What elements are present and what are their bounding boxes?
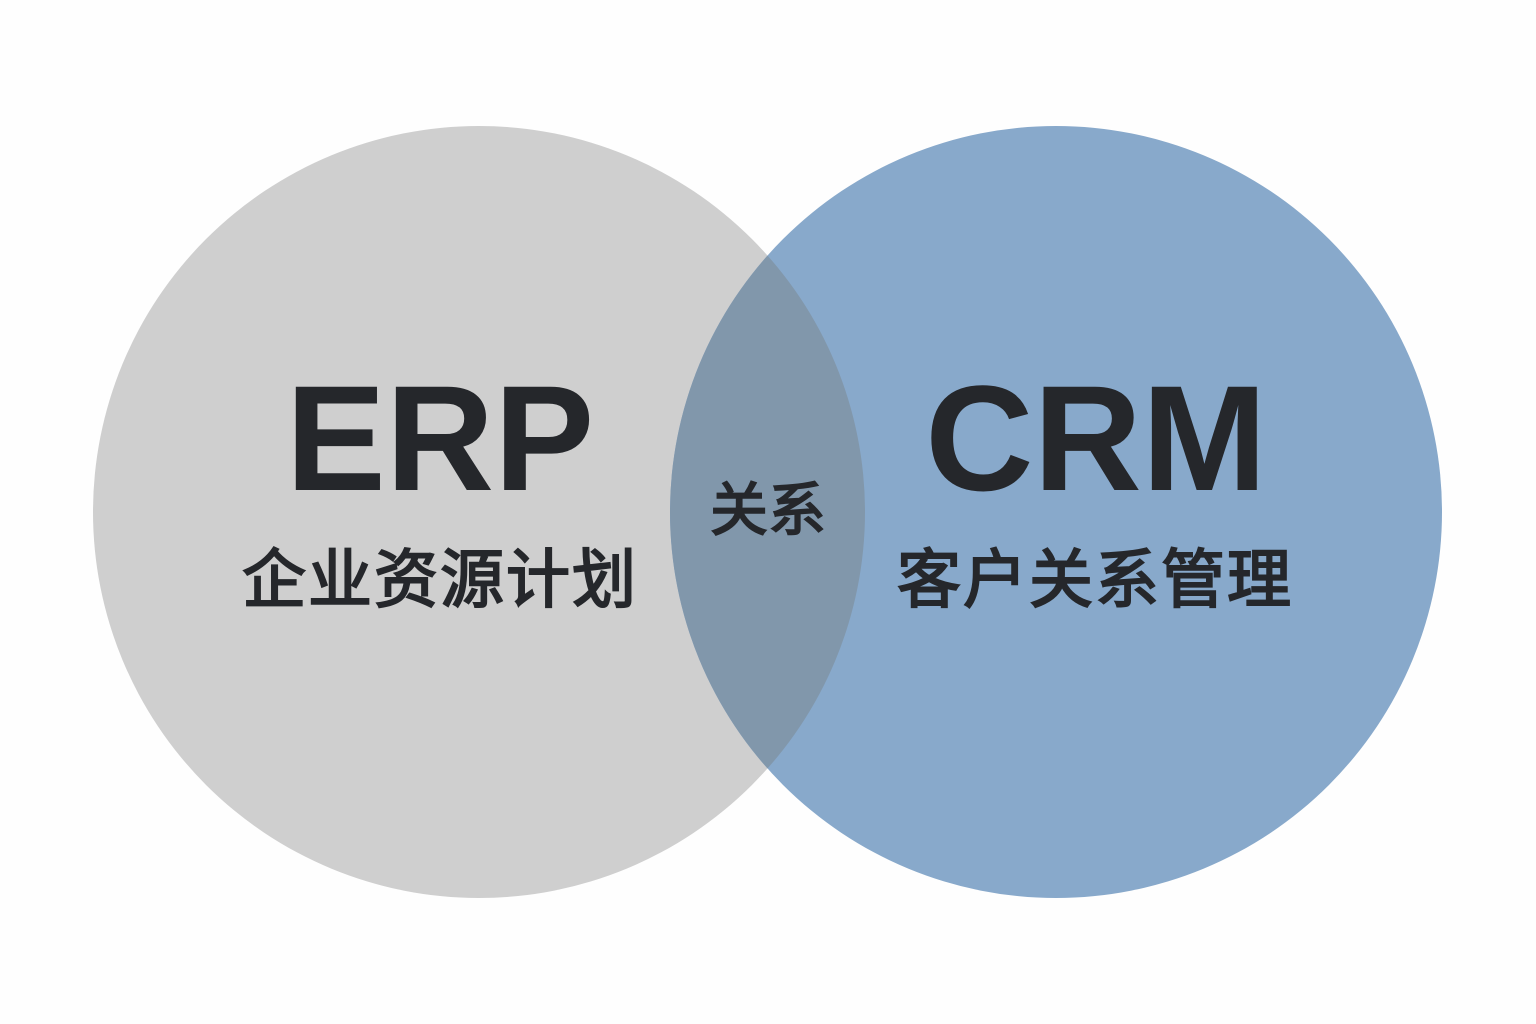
erp-abbr: ERP [286, 354, 594, 522]
erp-label: 企业资源计划 [242, 544, 638, 618]
intersection-label: 关系 [710, 476, 826, 544]
crm-circle [670, 126, 1442, 898]
erp-circle [93, 126, 865, 898]
crm-abbr: CRM [925, 354, 1267, 522]
crm-label: 客户关系管理 [897, 544, 1293, 618]
